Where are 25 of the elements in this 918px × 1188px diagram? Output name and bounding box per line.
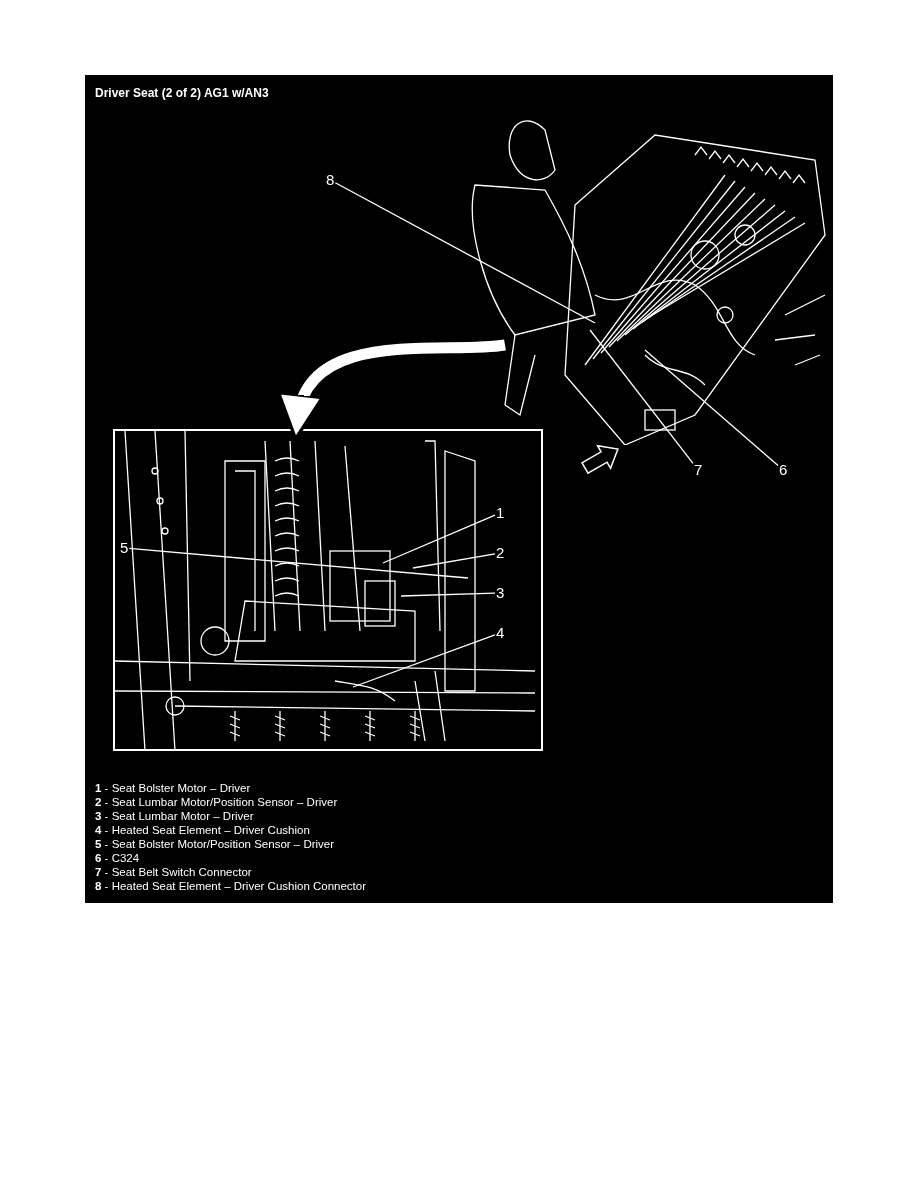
legend-text: 7 - Seat Belt Switch Connector [95,865,252,879]
leader-line [412,553,496,569]
legend-text: 4 - Heated Seat Element – Driver Cushion [95,823,310,837]
callout-number: 6 [778,462,789,478]
leader-line [334,182,596,324]
callout-number: 1 [495,505,506,521]
leader-line [589,329,694,464]
callout-number: 4 [495,625,506,641]
callout-number: 8 [325,172,336,188]
callout-number: 3 [495,585,506,601]
leader-line [128,547,469,579]
legend-text: 3 - Seat Lumbar Motor – Driver [95,809,254,823]
legend-text: 6 - C324 [95,851,140,865]
leader-line [352,634,496,688]
callout-number: 7 [693,462,704,478]
legend-text: 5 - Seat Bolster Motor/Position Sensor – Driver [95,837,335,851]
legend-text: 2 - Seat Lumbar Motor/Position Sensor – Driver [95,795,338,809]
leader-line [400,592,496,597]
callout-number: 2 [495,545,506,561]
legend-text: 1 - Seat Bolster Motor – Driver [95,781,251,795]
legend-text: 8 - Heated Seat Element – Driver Cushion Connector [95,879,367,893]
diagram-title: Driver Seat (2 of 2) AG1 w/AN3 [95,86,269,100]
leader-line [644,349,779,467]
callout-number: 5 [119,540,130,556]
leader-line [382,514,496,564]
